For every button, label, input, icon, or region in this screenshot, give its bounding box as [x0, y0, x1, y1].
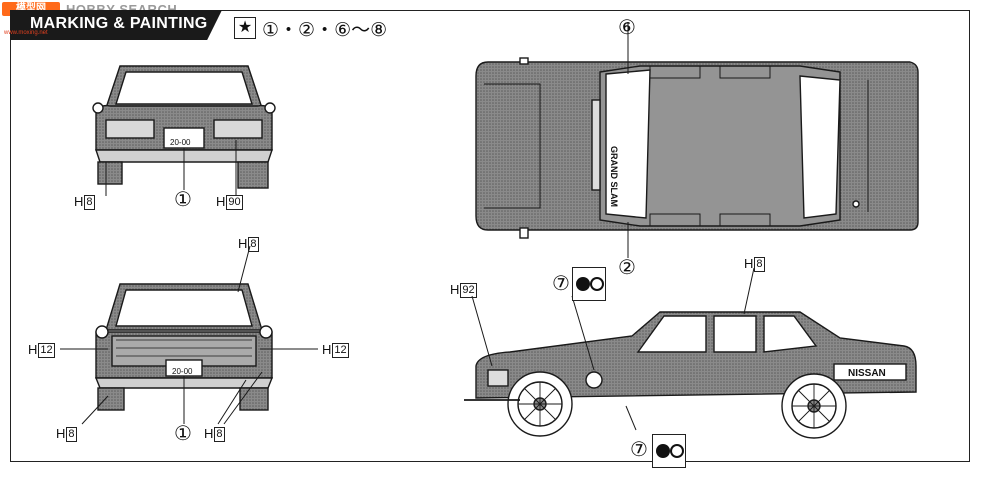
- sheet-frame: [10, 10, 970, 462]
- side-view: [464, 267, 917, 439]
- side-marker-7-bottom: ⑦: [630, 439, 648, 461]
- roof-logo-text: GRAND SLAM: [609, 146, 619, 207]
- front-marker-1: ①: [174, 423, 192, 445]
- rear-marker-1: ①: [174, 189, 192, 211]
- rear-view: [92, 65, 276, 196]
- side-logo-text: NISSAN: [848, 368, 886, 379]
- side-marker-7-top: ⑦: [552, 273, 570, 295]
- decal-color-chip-top: [572, 267, 606, 301]
- top-marker-6: ⑥: [618, 17, 636, 39]
- header-tab: [10, 10, 222, 40]
- front-view: [60, 245, 318, 425]
- watermark-url: www.moxing.net: [4, 30, 48, 36]
- decal-color-chip-bottom: [652, 434, 686, 468]
- marking-legend: ①・②・⑥〜⑧: [262, 20, 388, 41]
- star-icon: ★: [234, 17, 256, 39]
- front-plate-text: 20-00: [172, 367, 193, 376]
- section-title: MARKING & PAINTING: [30, 15, 208, 32]
- top-view: [475, 22, 919, 258]
- rear-plate-text: 20-00: [170, 138, 191, 147]
- top-marker-2: ②: [618, 257, 636, 279]
